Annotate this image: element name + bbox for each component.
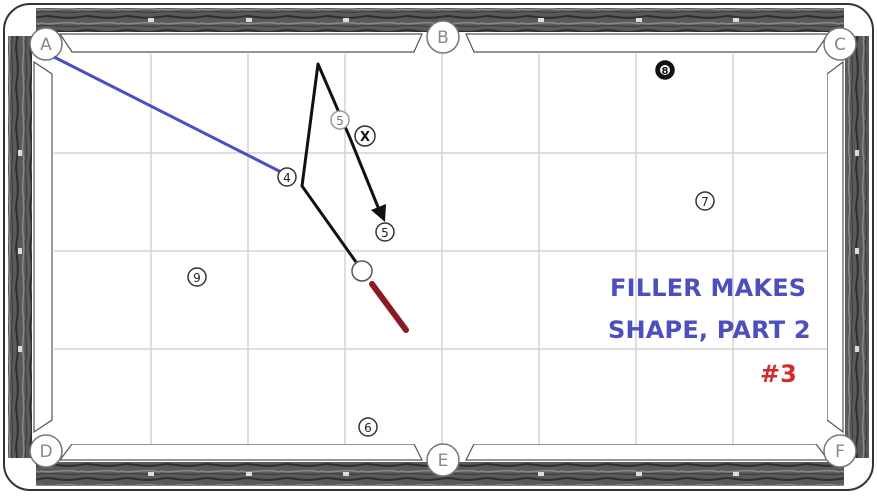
pocket-b: B <box>426 20 460 54</box>
pocket-e-label: E <box>438 451 449 471</box>
ball-5-target: 5 <box>375 222 395 242</box>
ball-7: 7 <box>695 191 715 211</box>
ball-6: 6 <box>358 417 378 437</box>
cushions <box>33 33 844 461</box>
ball-4-label: 4 <box>283 171 291 185</box>
ball-5-original: 5 <box>330 110 350 130</box>
pocket-b-label: B <box>437 28 449 48</box>
title-line-2: SHAPE, PART 2 <box>608 316 811 344</box>
right-rail <box>845 36 869 458</box>
ball-7-label: 7 <box>701 195 709 209</box>
ball-x-label: X <box>360 130 370 145</box>
ball-5-original-label: 5 <box>336 114 344 128</box>
ball-9-label: 9 <box>193 271 201 285</box>
pocket-c-label: C <box>834 35 846 55</box>
ball-8-label: 8 <box>662 66 669 77</box>
cue-ball <box>351 260 373 282</box>
playing-surface <box>54 54 827 444</box>
pockets: A B C D E F <box>29 20 857 477</box>
title-line-1: FILLER MAKES <box>610 274 807 302</box>
arrow-head-icon <box>371 204 386 222</box>
pocket-c: C <box>823 27 857 61</box>
ball-4: 4 <box>277 167 297 187</box>
ball-x: X <box>354 125 376 147</box>
left-rail <box>8 36 32 458</box>
pocket-d-label: D <box>39 442 52 462</box>
pocket-e: E <box>426 443 460 477</box>
ball-8: 8 <box>655 60 675 80</box>
rail-diamonds <box>18 18 859 476</box>
cue-stick <box>369 281 409 333</box>
pocket-f-label: F <box>835 442 845 462</box>
ball-9: 9 <box>187 267 207 287</box>
drill-number: #3 <box>760 360 797 388</box>
pocket-a-label: A <box>40 35 52 55</box>
cue-ball-path-line <box>300 62 382 263</box>
object-ball-path-line <box>53 55 282 174</box>
ball-6-label: 6 <box>364 421 372 435</box>
pocket-f: F <box>823 434 857 468</box>
pocket-a: A <box>29 27 63 61</box>
ball-5-target-label: 5 <box>381 226 389 240</box>
pocket-d: D <box>29 434 63 468</box>
